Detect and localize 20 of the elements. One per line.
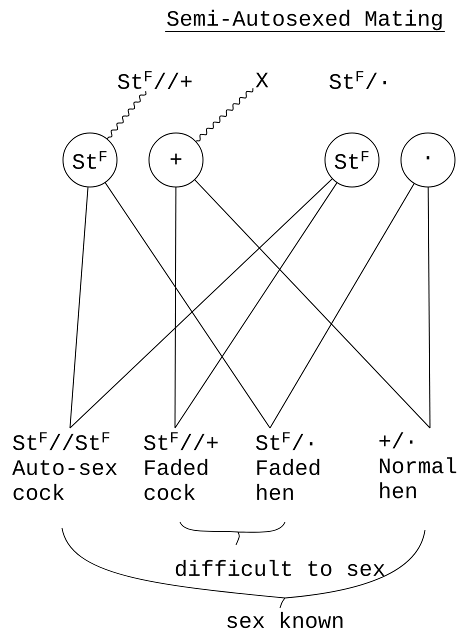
leader-line (106, 90, 146, 140)
title: Semi-Autosexed Mating (164, 10, 446, 32)
inheritance-line (174, 187, 176, 428)
genotype-label: St$^{F}$//+ (118, 71, 192, 89)
offspring-label: St$^{F}$/· Faded hen (256, 432, 320, 500)
genotype-label: X (256, 72, 268, 88)
inheritance-line (104, 182, 270, 428)
inheritance-line (70, 186, 88, 428)
offspring-label: St$^{F}$//St$^{F}$ Auto-sex cock (12, 432, 117, 500)
inheritance-line (194, 179, 430, 428)
leader-line (196, 88, 254, 142)
genotype-label: St$^{F}$/· (330, 71, 386, 89)
inheritance-line (70, 178, 333, 428)
offspring-label: St$^{F}$//+ Faded cock (144, 432, 218, 500)
inheritance-line (174, 182, 338, 428)
annotation-label: sex known (227, 612, 342, 628)
offspring-label: +/· Normal hen (379, 432, 456, 498)
inheritance-line (270, 183, 415, 428)
inheritance-line (428, 187, 430, 428)
annotation-label: difficult to sex (176, 560, 385, 576)
